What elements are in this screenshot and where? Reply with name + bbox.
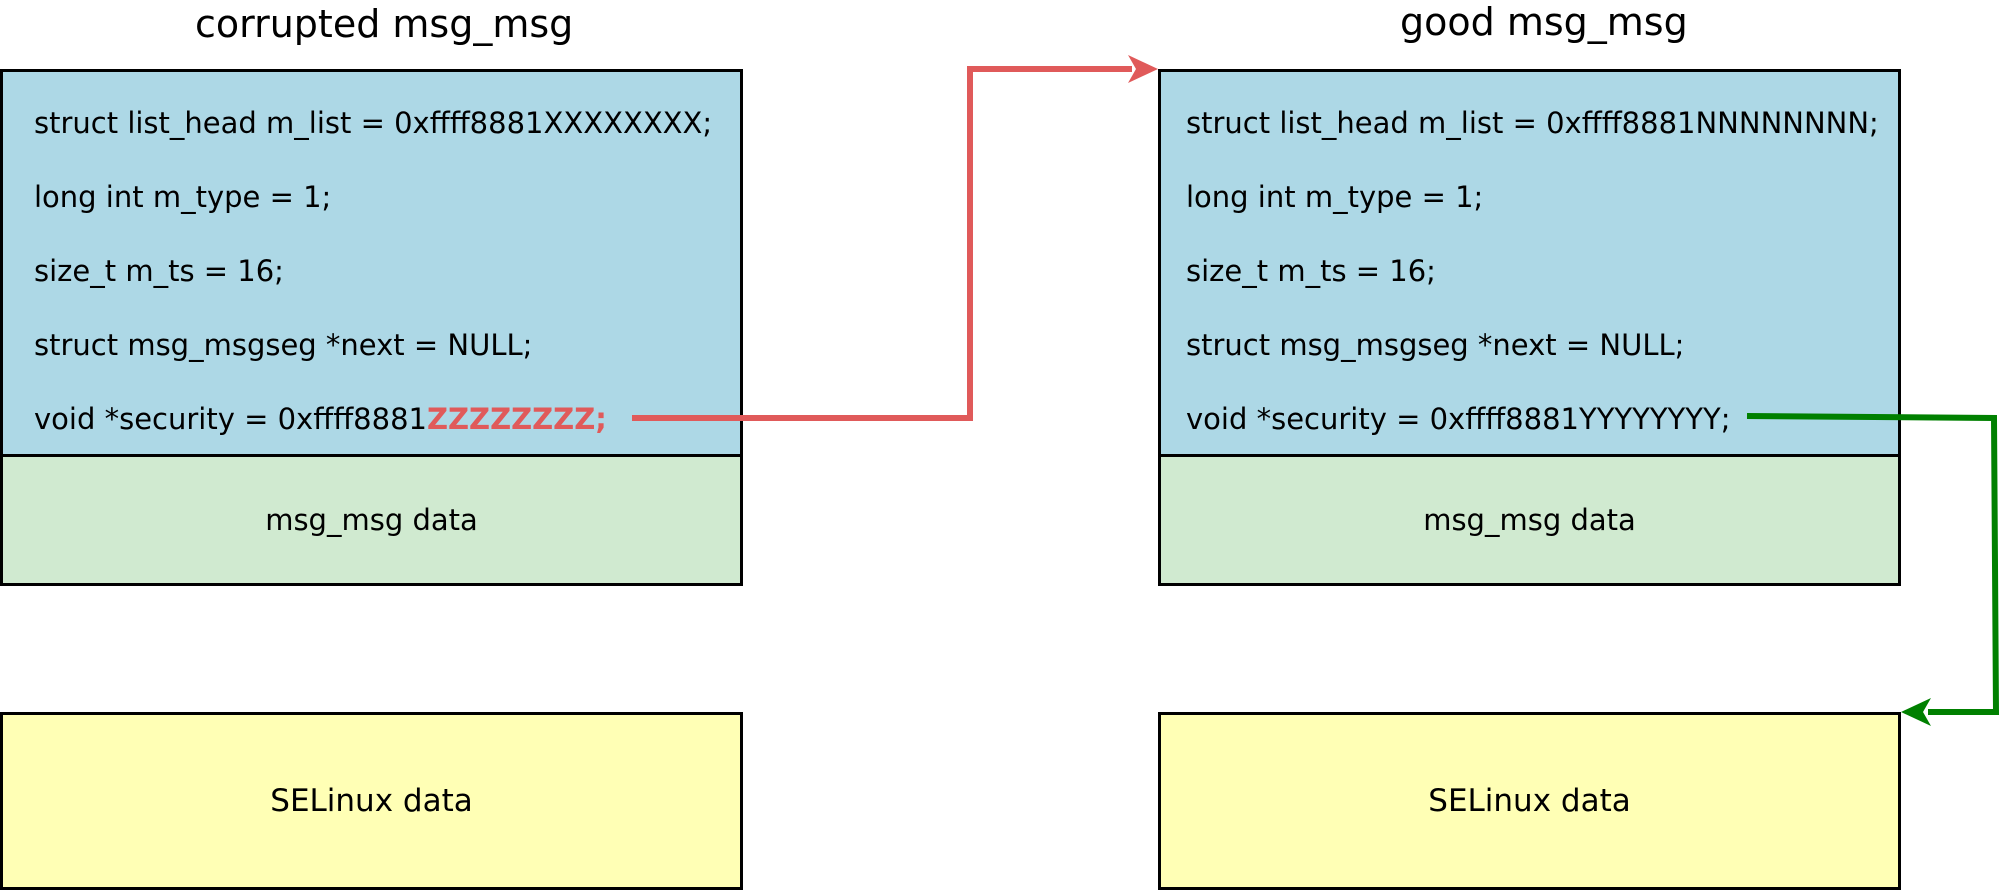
m-list-field: struct list_head m_list = 0xffff8881XXXX… <box>34 106 713 140</box>
security-prefix: void *security = 0xffff8881 <box>34 402 427 436</box>
left-selinux-box: SELinux data <box>0 712 743 890</box>
security-field: void *security = 0xffff8881ZZZZZZZZ; <box>34 402 607 436</box>
good-msg-data-box: msg_msg data <box>1158 454 1901 586</box>
good-msg-title: good msg_msg <box>1400 0 1688 44</box>
next-field: struct msg_msgseg *next = NULL; <box>34 328 533 362</box>
corrupted-msg-title: corrupted msg_msg <box>195 2 574 46</box>
m-ts-field: size_t m_ts = 16; <box>1186 254 1436 288</box>
right-selinux-box: SELinux data <box>1158 712 1901 890</box>
next-field: struct msg_msgseg *next = NULL; <box>1186 328 1685 362</box>
msg-data-label: msg_msg data <box>265 503 478 537</box>
green-arrowhead-icon <box>1901 698 1931 726</box>
corrupted-msg-data-box: msg_msg data <box>0 454 743 586</box>
selinux-label: SELinux data <box>1428 783 1631 819</box>
m-type-field: long int m_type = 1; <box>34 180 332 214</box>
green-security-arrow <box>1746 413 2000 715</box>
corrupted-security-value: ZZZZZZZZ; <box>427 402 607 436</box>
m-type-field: long int m_type = 1; <box>1186 180 1484 214</box>
msg-data-label: msg_msg data <box>1423 503 1636 537</box>
red-arrowhead-icon <box>1128 55 1158 83</box>
m-ts-field: size_t m_ts = 16; <box>34 254 284 288</box>
corrupted-msg-struct-box: struct list_head m_list = 0xffff8881XXXX… <box>0 69 743 457</box>
selinux-label: SELinux data <box>270 783 473 819</box>
m-list-field: struct list_head m_list = 0xffff8881NNNN… <box>1186 106 1879 140</box>
red-security-arrow <box>632 66 1132 421</box>
security-field: void *security = 0xffff8881YYYYYYYY; <box>1186 402 1731 436</box>
